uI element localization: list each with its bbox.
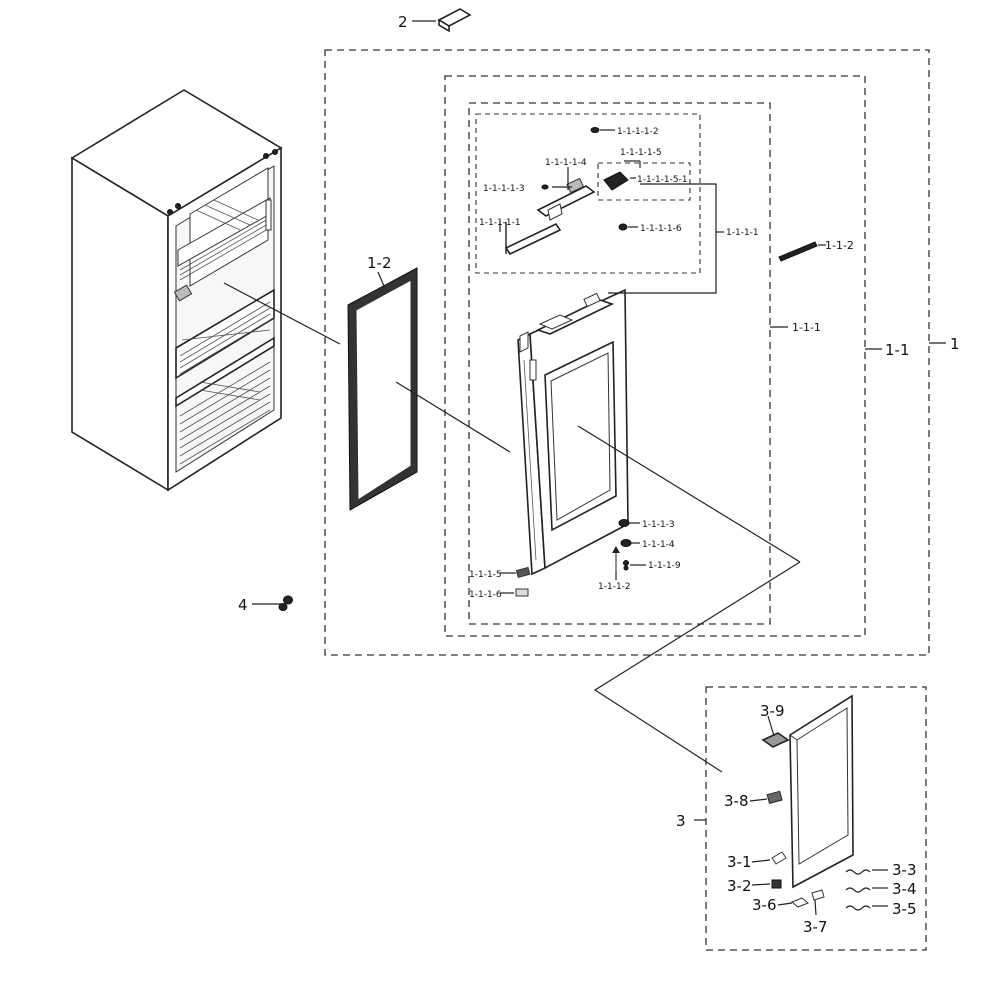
assembly-box-1-1-1-1 [475, 113, 701, 274]
assembly-box-1-1-1-1-5 [597, 162, 691, 201]
label-3-3: 3-3 [892, 861, 917, 879]
assembly-box-1-1 [444, 75, 866, 637]
door-gasket [347, 267, 418, 511]
label-1-1-1-5: 1-1-1-5 [469, 570, 502, 580]
assembly-box-1 [324, 49, 930, 656]
label-3-7: 3-7 [803, 918, 828, 936]
label-1-1-1-1-5-1: 1-1-1-1-5-1 [637, 175, 688, 185]
label-1-1-1-6: 1-1-1-6 [469, 590, 502, 600]
label-3-6: 3-6 [752, 896, 777, 914]
refrigerator-cabinet [70, 89, 283, 492]
label-2: 2 [398, 13, 408, 31]
label-1-1-2: 1-1-2 [825, 239, 854, 252]
part-2-cover [437, 8, 472, 33]
label-3-9: 3-9 [760, 702, 785, 720]
label-3-2: 3-2 [727, 877, 752, 895]
lower-door-assembly [761, 694, 871, 911]
label-3-5: 3-5 [892, 900, 917, 918]
assembly-box-3 [705, 686, 927, 951]
label-1-1-1-1-4: 1-1-1-1-4 [545, 158, 587, 168]
label-3-8: 3-8 [724, 792, 749, 810]
label-1: 1 [950, 335, 960, 353]
label-1-1-1-1-1: 1-1-1-1-1 [479, 218, 521, 228]
refrigerator-door [517, 288, 629, 576]
part-4-cap [278, 595, 293, 611]
label-1-1-1-3: 1-1-1-3 [642, 520, 675, 530]
label-3: 3 [676, 812, 686, 830]
label-3-1: 3-1 [727, 853, 752, 871]
label-4: 4 [238, 596, 248, 614]
label-1-1-1-9: 1-1-1-9 [648, 561, 681, 571]
leader-lines [223, 20, 946, 916]
assembly-box-1-1-1 [468, 102, 771, 625]
label-1-1-1-1-5: 1-1-1-1-5 [620, 148, 662, 158]
seal-strip [778, 241, 818, 262]
hinge-assembly [504, 127, 629, 256]
label-3-4: 3-4 [892, 880, 917, 898]
label-1-1-1-1: 1-1-1-1 [726, 228, 759, 238]
label-1-1: 1-1 [885, 341, 910, 359]
label-1-1-1-1-3: 1-1-1-1-3 [483, 184, 525, 194]
label-1-2: 1-2 [367, 254, 392, 272]
label-1-1-1-1-6: 1-1-1-1-6 [640, 224, 682, 234]
label-1-1-1-1-2: 1-1-1-1-2 [617, 127, 659, 137]
label-1-1-1-4: 1-1-1-4 [642, 540, 675, 550]
label-1-1-1-2: 1-1-1-2 [598, 582, 631, 592]
label-1-1-1: 1-1-1 [792, 321, 821, 334]
